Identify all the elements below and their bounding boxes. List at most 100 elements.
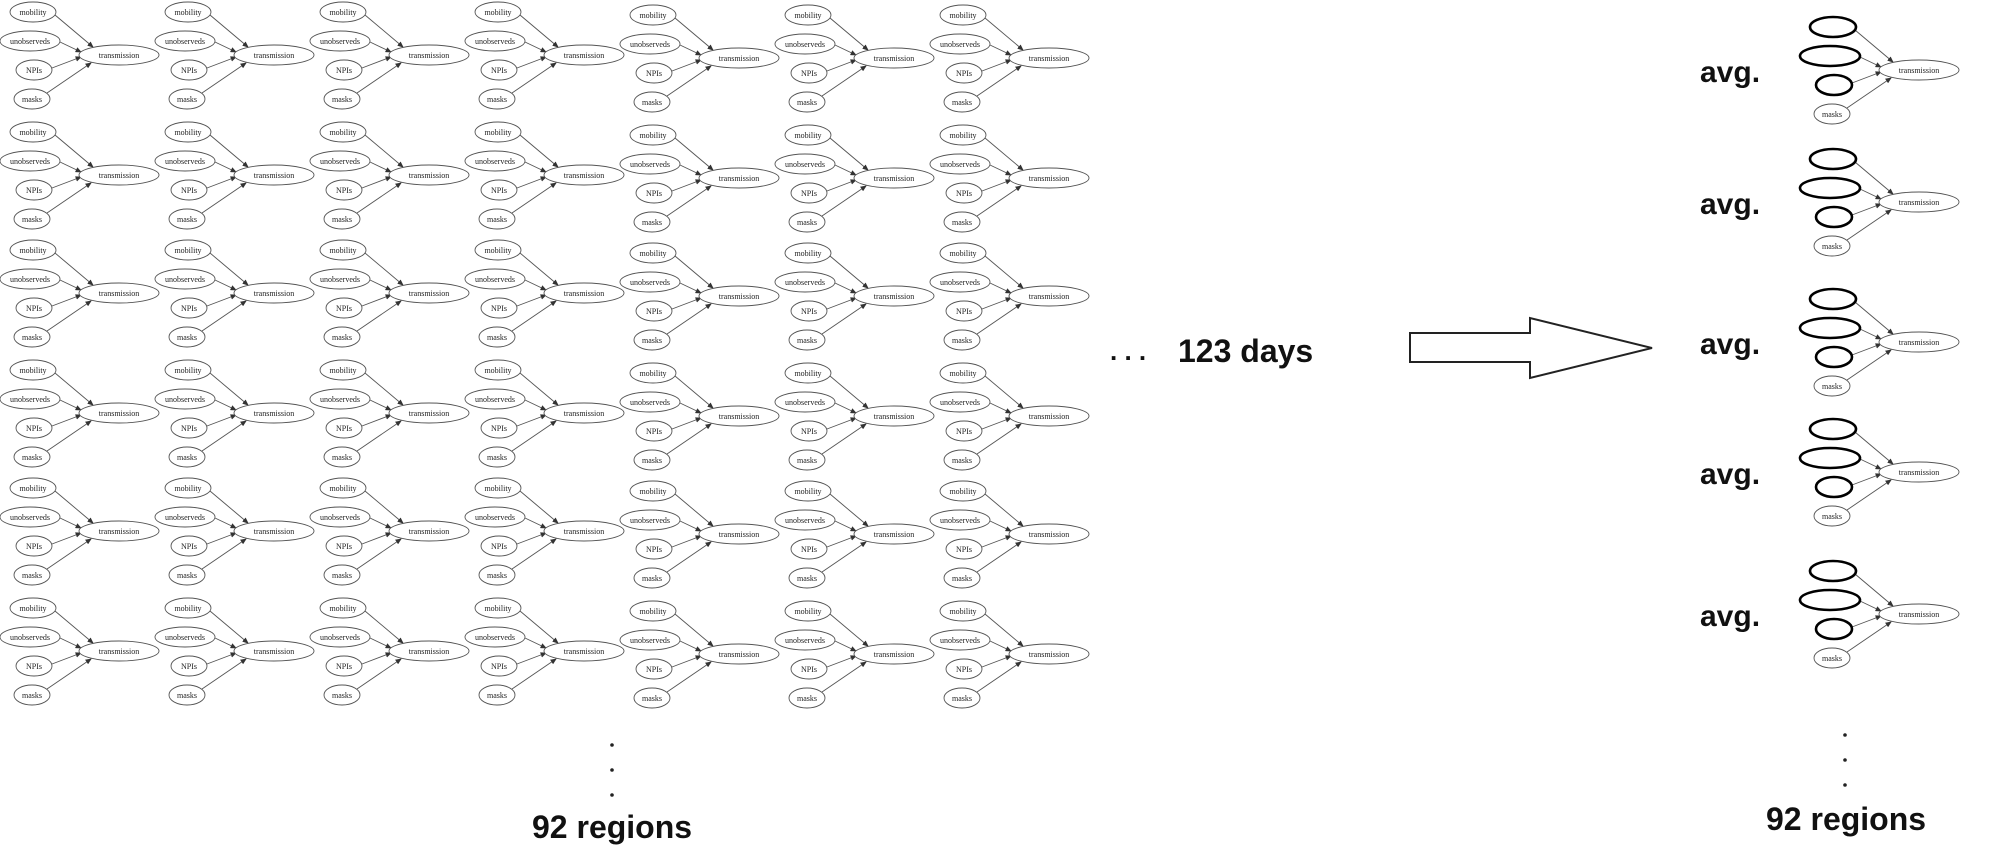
node-label-transmission: transmission — [874, 650, 914, 659]
node-label-npis: NPIs — [26, 304, 42, 313]
node-label-npis: NPIs — [181, 186, 197, 195]
node-npis — [790, 420, 828, 442]
graph-edge — [834, 282, 857, 294]
node-label-transmission: transmission — [874, 530, 914, 539]
node-label-mobility: mobility — [794, 607, 821, 616]
node-label-masks: masks — [797, 336, 817, 345]
node-mobility — [939, 362, 987, 384]
graph-edge — [1854, 573, 1894, 607]
graph-edge — [51, 56, 82, 69]
node-label-masks: masks — [952, 98, 972, 107]
graph-edge — [214, 41, 237, 53]
node-transmission — [1878, 59, 1960, 81]
node-masks — [633, 91, 671, 113]
node-label-masks: masks — [22, 215, 42, 224]
node-unobserveds — [774, 509, 836, 531]
node-npis — [945, 420, 983, 442]
node-mobility — [939, 600, 987, 622]
graph-edge — [209, 134, 249, 168]
node-transmission — [388, 282, 470, 304]
graph-edge — [826, 535, 857, 548]
node-transmission — [543, 164, 625, 186]
graph-edge — [361, 652, 392, 665]
node-label-npis: NPIs — [956, 427, 972, 436]
node-unobserveds — [619, 271, 681, 293]
graph-edge — [976, 541, 1022, 573]
node-label-transmission: transmission — [99, 171, 139, 180]
node-label-masks: masks — [642, 98, 662, 107]
graph-edge — [989, 282, 1012, 294]
node-label-mobility: mobility — [484, 8, 511, 17]
graph-edge — [206, 56, 237, 69]
node-unobserveds — [464, 388, 526, 410]
graph-edge — [201, 182, 247, 214]
node-unobserveds — [929, 33, 991, 55]
graph-edge — [1846, 209, 1892, 241]
node-label-npis: NPIs — [181, 424, 197, 433]
node-label-masks: masks — [1822, 512, 1842, 521]
node-label-transmission: transmission — [564, 289, 604, 298]
vertical-ellipsis-right — [1843, 733, 1847, 787]
graph-edge — [214, 517, 237, 529]
graph-edge — [1851, 71, 1882, 84]
graph-edge — [209, 372, 249, 406]
graph-edge — [356, 182, 402, 214]
graph-edge — [821, 661, 867, 693]
node-npis — [790, 62, 828, 84]
node-label-masks: masks — [1822, 110, 1842, 119]
node-label-unobserveds: unobserveds — [10, 275, 50, 284]
graph-edge — [59, 399, 82, 411]
node-mobility — [629, 4, 677, 26]
graph-edge — [54, 14, 94, 48]
graph-edge — [1846, 479, 1892, 511]
node-mobility — [629, 362, 677, 384]
node-transmission — [233, 520, 315, 542]
horizontal-ellipsis: . . . — [1110, 336, 1146, 366]
graph-edge — [206, 652, 237, 665]
node-masks — [478, 564, 516, 586]
node-masks — [323, 564, 361, 586]
node-npis — [325, 59, 363, 81]
node-mobility — [784, 362, 832, 384]
node-masks — [13, 446, 51, 468]
graph-edge — [51, 532, 82, 545]
node-label-npis: NPIs — [181, 304, 197, 313]
node-unobserveds — [1798, 588, 1862, 612]
graph-edge — [1846, 349, 1892, 381]
node-label-unobserveds: unobserveds — [10, 37, 50, 46]
node-label-masks: masks — [797, 98, 817, 107]
graph-edge — [516, 532, 547, 545]
node-unobserveds — [929, 391, 991, 413]
node-label-transmission: transmission — [719, 54, 759, 63]
node-label-unobserveds: unobserveds — [475, 633, 515, 642]
node-transmission — [233, 44, 315, 66]
node-masks — [1813, 375, 1851, 397]
node-mobility — [164, 477, 212, 499]
graph-edge — [51, 176, 82, 189]
node-masks — [788, 211, 826, 233]
graph-edge — [524, 161, 547, 173]
graph-edge — [1846, 77, 1892, 109]
node-label-masks: masks — [487, 571, 507, 580]
graph-edge — [1859, 600, 1882, 612]
graph-edge — [666, 541, 712, 573]
node-transmission — [388, 520, 470, 542]
node-masks — [478, 208, 516, 230]
node-unobserveds — [154, 506, 216, 528]
node-mobility — [939, 4, 987, 26]
node-label-mobility: mobility — [329, 128, 356, 137]
node-unobserveds — [929, 509, 991, 531]
node-label-mobility: mobility — [794, 369, 821, 378]
graph-edge — [829, 375, 869, 409]
graph-edge — [516, 652, 547, 665]
node-mobility — [319, 597, 367, 619]
